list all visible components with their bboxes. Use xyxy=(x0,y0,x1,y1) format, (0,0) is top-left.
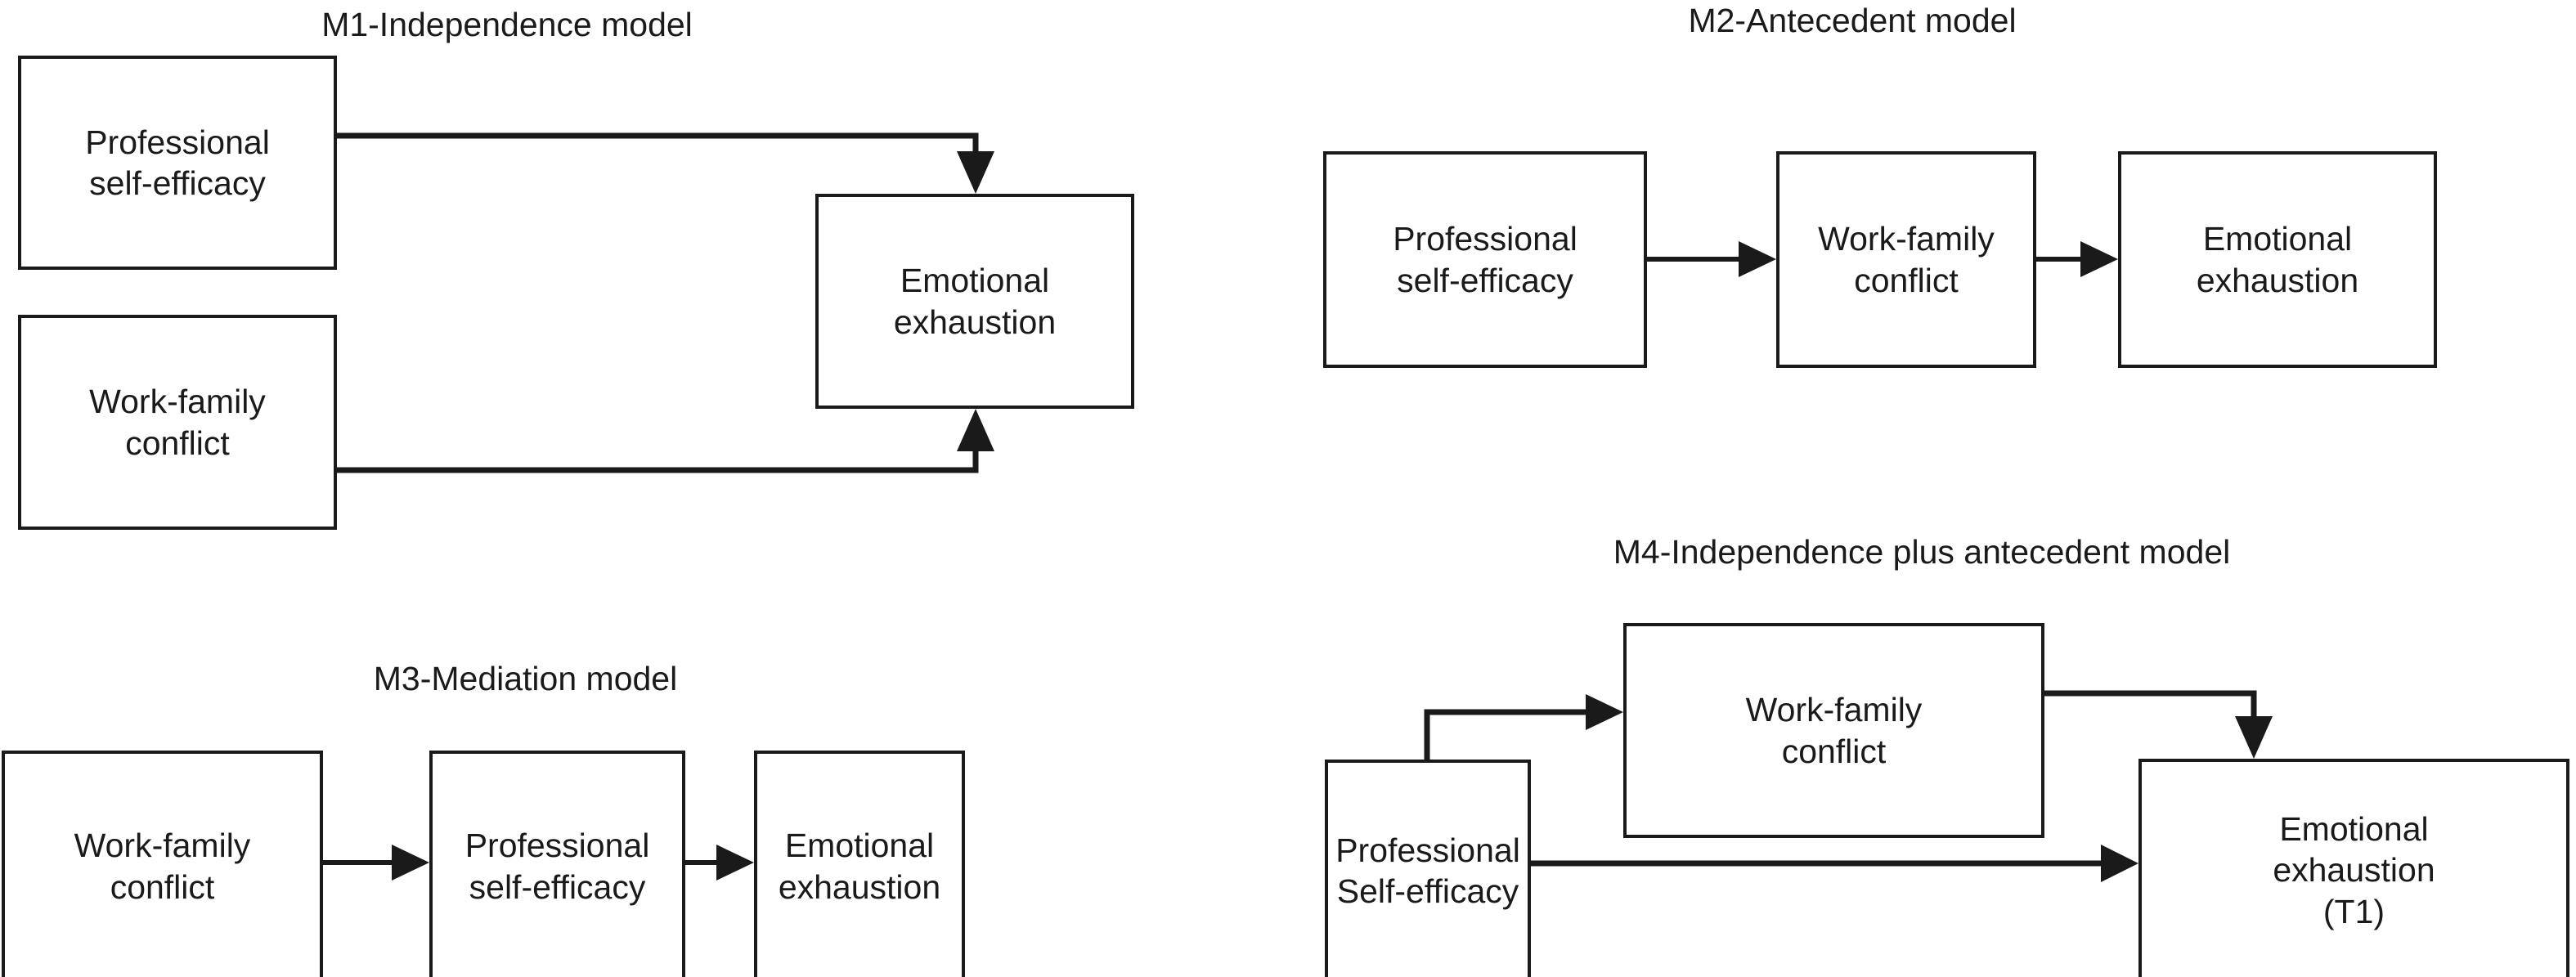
m3-node-label: Professional self-efficacy xyxy=(460,825,655,907)
m3-ee-line2: exhaustion xyxy=(778,867,941,906)
m2-node-label: Emotional exhaustion xyxy=(2192,218,2363,300)
m3-ee-line1: Emotional xyxy=(784,827,935,865)
m4-ee-line2: exhaustion xyxy=(2273,851,2435,890)
m2-node-emotional-exhaustion[interactable]: Emotional exhaustion xyxy=(2118,151,2437,368)
m3-node-professional-self-efficacy[interactable]: Professional self-efficacy xyxy=(429,751,685,977)
m2-pse-line1: Professional xyxy=(1393,220,1577,258)
panel-title-m4: M4-Independence plus antecedent model xyxy=(1613,533,2231,571)
m3-node-work-family-conflict[interactable]: Work-family conflict xyxy=(2,751,323,977)
m4-pse-line2: Self-efficacy xyxy=(1336,872,1519,910)
m2-ee-line1: Emotional xyxy=(2202,220,2353,258)
arrow-head-right-icon xyxy=(392,845,429,881)
m1-node-label: Work-family conflict xyxy=(84,381,271,463)
m4-node-label: Emotional exhaustion (T1) xyxy=(2268,809,2439,931)
m1-node-label: Emotional exhaustion xyxy=(889,260,1061,342)
m1-wfc-line2: conflict xyxy=(125,424,230,462)
m1-pse-line1: Professional xyxy=(85,123,270,161)
m2-wfc-line2: conflict xyxy=(1854,261,1959,299)
m3-wfc-line1: Work-family xyxy=(74,827,251,865)
m3-pse-line1: Professional xyxy=(464,827,650,865)
m2-pse-line2: self-efficacy xyxy=(1397,261,1573,299)
m3-node-label: Emotional exhaustion xyxy=(774,825,945,907)
m4-node-work-family-conflict[interactable]: Work-family conflict xyxy=(1623,623,2044,838)
m4-wfc-line1: Work-family xyxy=(1745,691,1923,729)
m1-node-emotional-exhaustion[interactable]: Emotional exhaustion xyxy=(815,194,1134,409)
m4-edge-pse-to-wfc xyxy=(1424,694,1623,760)
m4-ee-line3: (T1) xyxy=(2322,892,2385,930)
m1-ee-line2: exhaustion xyxy=(893,303,1057,341)
arrow-head-down-icon xyxy=(957,151,994,194)
m3-pse-line2: self-efficacy xyxy=(469,867,646,906)
m1-wfc-line1: Work-family xyxy=(89,383,266,421)
arrow-head-right-icon xyxy=(1739,241,1776,277)
arrow-head-right-icon xyxy=(2080,241,2118,277)
m4-edge-pse-to-ee xyxy=(1531,845,2138,882)
m1-pse-line2: self-efficacy xyxy=(89,164,266,202)
m2-edge-pse-to-wfc xyxy=(1647,241,1776,277)
m4-node-emotional-exhaustion-t1[interactable]: Emotional exhaustion (T1) xyxy=(2138,759,2569,977)
m2-wfc-line1: Work-family xyxy=(1818,220,1995,258)
m2-edge-wfc-to-ee xyxy=(2036,241,2118,277)
arrow-head-right-icon xyxy=(1586,694,1623,730)
arrow-head-right-icon xyxy=(2101,845,2138,882)
m3-edge-pse-to-ee xyxy=(685,845,754,881)
m3-edge-wfc-to-pse xyxy=(323,845,429,881)
m1-edge-pse-to-ee xyxy=(337,132,994,194)
m1-edge-wfc-to-ee xyxy=(337,409,994,473)
m4-node-label: Work-family conflict xyxy=(1741,689,1928,771)
m1-node-work-family-conflict[interactable]: Work-family conflict xyxy=(18,315,337,530)
arrow-head-right-icon xyxy=(716,845,754,881)
panel-title-m2: M2-Antecedent model xyxy=(1688,2,2017,39)
m2-node-label: Professional self-efficacy xyxy=(1388,218,1582,300)
m4-wfc-line2: conflict xyxy=(1781,732,1887,770)
m1-node-label: Professional self-efficacy xyxy=(80,122,275,204)
m2-node-work-family-conflict[interactable]: Work-family conflict xyxy=(1776,151,2036,368)
panel-title-m3: M3-Mediation model xyxy=(373,660,678,697)
m4-pse-line1: Professional xyxy=(1335,831,1520,869)
m1-ee-line1: Emotional xyxy=(900,262,1050,300)
m2-ee-line2: exhaustion xyxy=(2196,261,2359,299)
m2-node-label: Work-family conflict xyxy=(1813,218,1999,300)
m2-node-professional-self-efficacy[interactable]: Professional self-efficacy xyxy=(1323,151,1647,368)
m4-node-label: Professional Self-efficacy xyxy=(1331,830,1525,912)
arrow-head-up-icon xyxy=(957,409,994,451)
m3-wfc-line2: conflict xyxy=(110,867,215,906)
m4-ee-line1: Emotional xyxy=(2279,810,2429,849)
m4-edge-wfc-to-ee xyxy=(2044,690,2273,759)
panel-title-m1: M1-Independence model xyxy=(321,6,693,43)
m3-node-emotional-exhaustion[interactable]: Emotional exhaustion xyxy=(754,751,965,977)
arrow-head-down-icon xyxy=(2235,716,2273,759)
m3-node-label: Work-family conflict xyxy=(70,825,256,907)
m1-node-professional-self-efficacy[interactable]: Professional self-efficacy xyxy=(18,56,337,270)
m4-node-professional-self-efficacy[interactable]: Professional Self-efficacy xyxy=(1325,760,1531,977)
